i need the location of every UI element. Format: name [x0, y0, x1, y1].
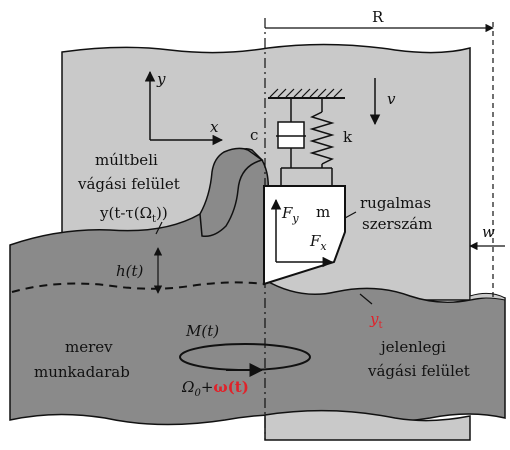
- x-axis-label: x: [210, 118, 219, 136]
- delay-leader: [155, 221, 163, 235]
- rotation-arrow-icon: [179, 343, 311, 377]
- radius-label: R: [372, 8, 384, 26]
- yt-leader: [359, 293, 373, 305]
- spindle-right-gap: [469, 292, 506, 301]
- delay-term-label: y(t-τ(Ωt)): [99, 204, 168, 225]
- y-axis-label: y: [156, 70, 166, 88]
- current-surface-label-line1: jelenlegi: [379, 338, 446, 356]
- damper-icon: [276, 98, 306, 168]
- chip: [199, 147, 264, 238]
- ground-hatch-icon: [268, 88, 345, 99]
- past-surface-label-line1: múltbeli: [95, 151, 158, 169]
- tool-leader: [344, 211, 357, 219]
- force-x-label: Fx: [309, 232, 327, 253]
- force-y-label: Fy: [281, 204, 299, 225]
- velocity-label: v: [387, 90, 396, 108]
- past-surface-dashed: [11, 281, 266, 293]
- spindle-speed-label: Ω0+ω(t): [181, 378, 249, 399]
- w-label: w: [482, 223, 495, 241]
- rigid-workpiece-label-line1: merev: [65, 338, 113, 356]
- tool-label-line2: szerszám: [362, 215, 432, 233]
- past-surface-label-line2: vágási felület: [77, 175, 180, 193]
- rigid-workpiece-label-line2: munkadarab: [34, 363, 130, 381]
- spring-label: k: [343, 128, 353, 146]
- yt-label: yt: [369, 310, 383, 331]
- current-surface-label-line2: vágási felület: [367, 362, 470, 380]
- h-label: h(t): [116, 262, 144, 280]
- moment-label: M(t): [185, 322, 219, 340]
- mass-label: m: [316, 203, 330, 221]
- spindle-bottom: [264, 409, 471, 441]
- damper-label: c: [250, 126, 258, 144]
- tool-label-line1: rugalmas: [360, 194, 431, 212]
